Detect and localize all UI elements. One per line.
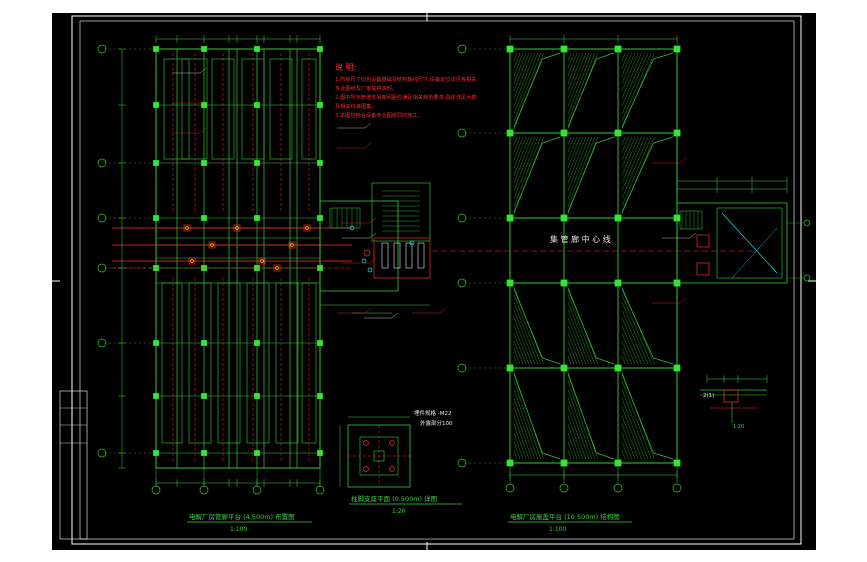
left-plan-scale: 1:100 <box>230 526 247 533</box>
notes-line-3: 2.图中所示管道支吊架间距应满足相关规范要求,具体详见大样 <box>335 93 476 101</box>
notes-heading: 说 明: <box>335 62 356 72</box>
title-block <box>59 390 88 540</box>
cad-drawing[interactable]: 说 明: 1.所标尺寸均为设备基础及结构轴线尺寸,设备定位详见各相关 专业图纸及… <box>52 13 816 550</box>
embed-note-tag: 外露部分100 <box>420 419 453 427</box>
detail-scale: 1:20 <box>392 508 406 515</box>
detail-title: 柱脚支座平面 (0.500m) 详图 <box>351 494 437 503</box>
detail-mark: 2(1) <box>703 393 714 399</box>
sheet-outer-frame <box>71 15 802 545</box>
left-plan-title: 电解厂房管廊平台 (4.500m) 布置图 <box>189 512 295 521</box>
notes-line-1: 1.所标尺寸均为设备基础及结构轴线尺寸,设备定位详见各相关 <box>335 75 476 83</box>
small-detail-scale: 1:20 <box>733 424 744 430</box>
left-plan-pipe-rack <box>97 35 352 495</box>
column-base-detail <box>339 416 411 488</box>
cad-viewport[interactable]: 说 明: 1.所标尺寸均为设备基础及结构轴线尺寸,设备定位详见各相关 专业图纸及… <box>52 13 816 550</box>
right-plan-title: 电解厂房屋盖平台 (10.500m) 结构图 <box>510 512 620 521</box>
notes-line-5: 3.本图应结合设备专业图纸同时施工。 <box>335 111 423 119</box>
embed-spec-tag: 埋件规格 -M22 <box>414 409 451 417</box>
right-plan-scale: 1:100 <box>549 526 566 533</box>
right-plan-roof-structure <box>432 35 811 493</box>
small-section-detail <box>700 375 768 423</box>
connector-stair-area <box>319 182 431 314</box>
notes-line-4: 及相关标准图集。 <box>335 102 377 110</box>
general-notes: 说 明: 1.所标尺寸均为设备基础及结构轴线尺寸,设备定位详见各相关 专业图纸及… <box>335 62 476 119</box>
sheet-inner-frame <box>79 20 795 540</box>
dense-annotations <box>172 67 697 319</box>
frame-center-marks <box>52 13 816 550</box>
drawing-titles: 电解厂房管廊平台 (4.500m) 布置图 1:100 柱脚支座平面 (0.50… <box>187 424 744 533</box>
notes-line-2: 专业图纸及厂家提供资料。 <box>335 84 397 92</box>
center-line-label: 集 管 廊 中 心 线 <box>550 234 611 244</box>
